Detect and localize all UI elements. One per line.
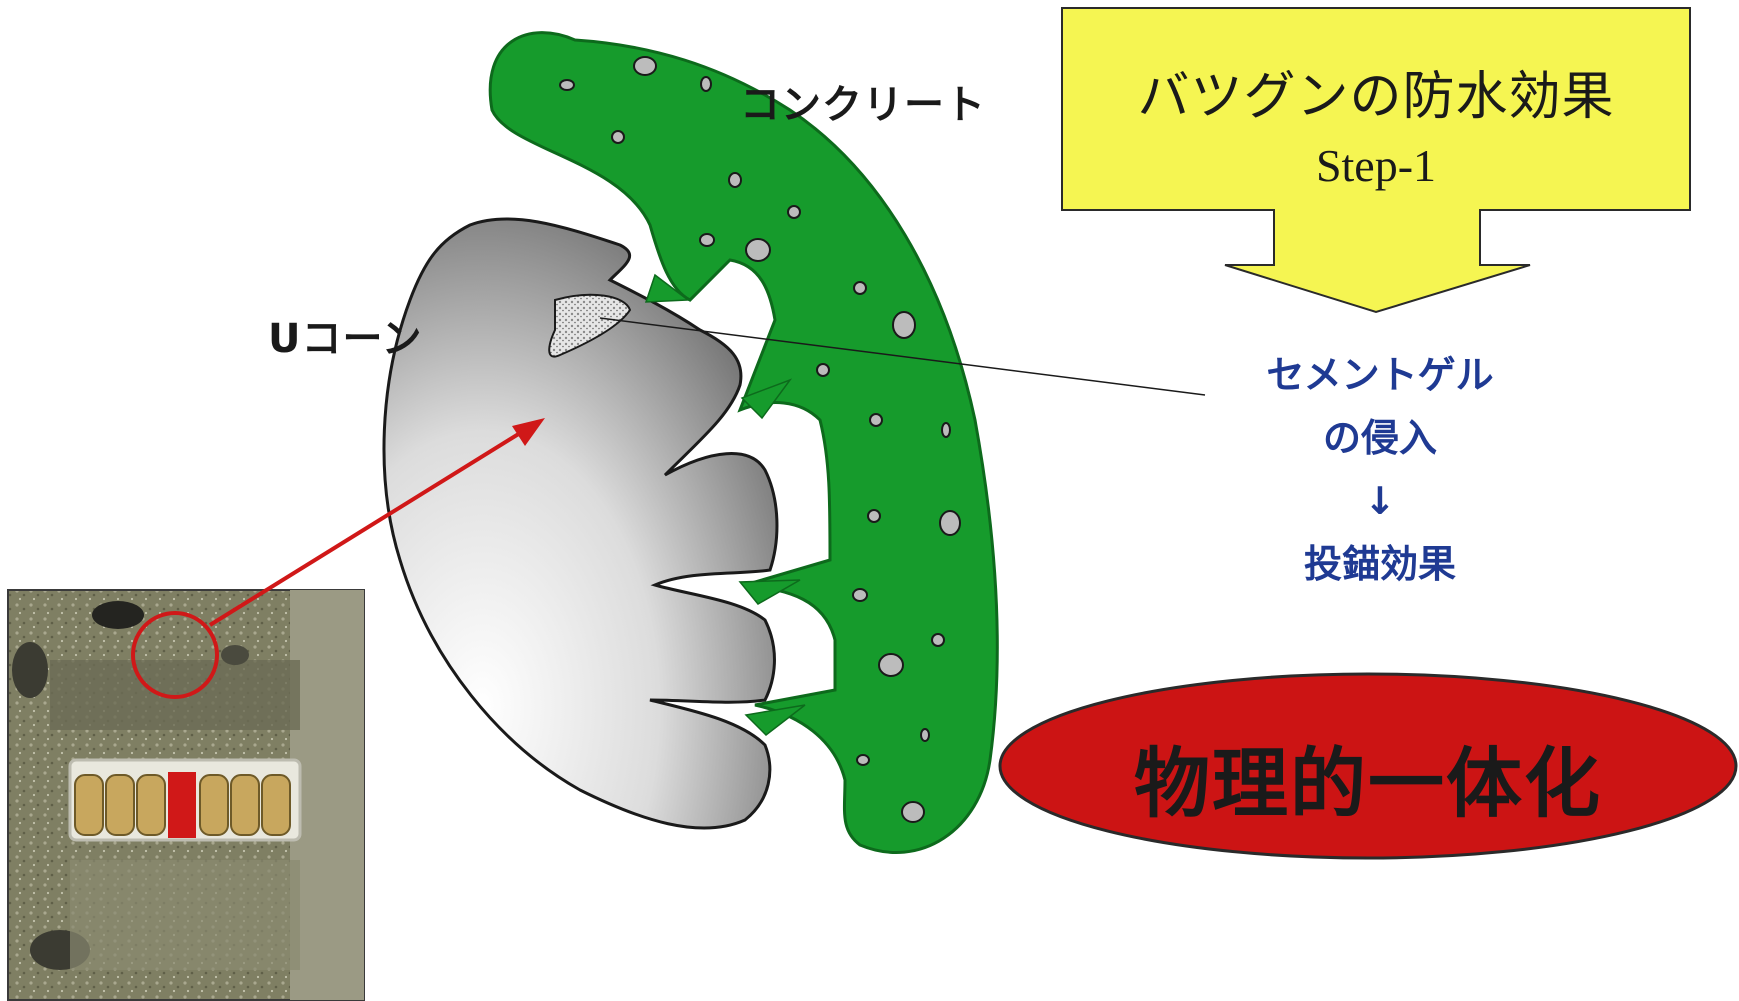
effect-line-3: 投錨効果	[1220, 533, 1540, 596]
result-label: 物理的一体化	[1000, 722, 1736, 832]
u-cone-label: Uコーン	[268, 306, 422, 364]
title-main: バツグンの防水効果	[1062, 54, 1690, 129]
effect-description: セメントゲル の侵入 ↓ 投錨効果	[1220, 344, 1540, 596]
effect-down-arrow: ↓	[1220, 470, 1540, 533]
title-step: Step-1	[1062, 139, 1690, 192]
effect-line-1: セメントゲル	[1220, 344, 1540, 407]
concrete-label: コンクリート	[740, 72, 986, 130]
photo-inset	[8, 590, 364, 1000]
title-box: バツグンの防水効果 Step-1	[1062, 8, 1690, 208]
effect-line-2: の侵入	[1220, 407, 1540, 470]
